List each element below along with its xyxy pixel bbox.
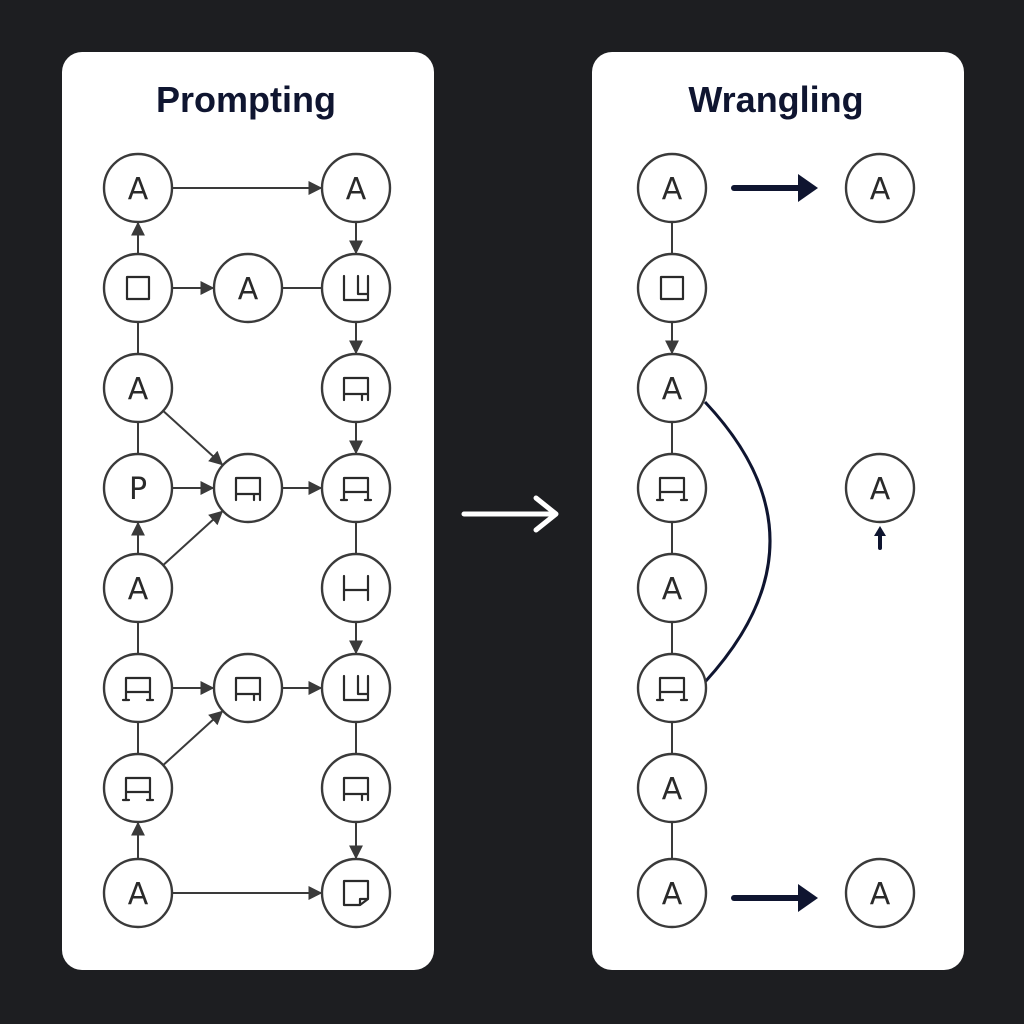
node-letter: A bbox=[662, 772, 683, 807]
square-icon bbox=[125, 275, 151, 301]
node-letter: A bbox=[128, 572, 149, 607]
table-icon bbox=[234, 476, 262, 502]
node-letter: A bbox=[870, 172, 891, 207]
node-p4: A bbox=[212, 252, 284, 324]
svg-text:P: P bbox=[129, 472, 147, 507]
edge-p6-p9 bbox=[162, 410, 224, 466]
l-bracket-icon bbox=[342, 674, 370, 702]
l-bracket-icon bbox=[342, 274, 370, 302]
table-icon bbox=[342, 776, 370, 802]
svg-text:A: A bbox=[662, 172, 683, 207]
node-p7 bbox=[320, 352, 392, 424]
wrangling-panel: Wrangling A A A A A A A A bbox=[592, 52, 964, 970]
page-icon bbox=[342, 879, 370, 907]
wrangling-edges bbox=[665, 174, 886, 912]
node-letter: A bbox=[128, 172, 149, 207]
node-p5 bbox=[320, 252, 392, 324]
table-legs-icon bbox=[121, 676, 155, 702]
node-w9: A bbox=[636, 752, 708, 824]
node-p16 bbox=[102, 752, 174, 824]
node-w1: A bbox=[636, 152, 708, 224]
node-p1: A bbox=[102, 152, 174, 224]
node-p10 bbox=[320, 452, 392, 524]
node-letter: A bbox=[662, 572, 683, 607]
node-p14 bbox=[212, 652, 284, 724]
svg-text:A: A bbox=[870, 472, 891, 507]
svg-text:A: A bbox=[662, 572, 683, 607]
node-p12 bbox=[320, 552, 392, 624]
node-p18: A bbox=[102, 857, 174, 929]
node-letter: A bbox=[128, 372, 149, 407]
node-w8 bbox=[636, 652, 708, 724]
prompting-nodes: A A A A P A A bbox=[102, 152, 392, 929]
node-w11: A bbox=[844, 857, 916, 929]
edge-w1-w2-arrow bbox=[731, 174, 818, 202]
table-legs-icon bbox=[121, 776, 155, 802]
node-letter: A bbox=[128, 877, 149, 912]
node-p11: A bbox=[102, 552, 174, 624]
node-letter: A bbox=[238, 272, 259, 307]
svg-text:A: A bbox=[128, 172, 149, 207]
svg-text:A: A bbox=[128, 572, 149, 607]
node-letter: A bbox=[870, 472, 891, 507]
node-p13 bbox=[102, 652, 174, 724]
node-p9 bbox=[212, 452, 284, 524]
node-w2: A bbox=[844, 152, 916, 224]
edge-w10-w11-arrow bbox=[731, 884, 818, 912]
wrangling-nodes: A A A A A A A A bbox=[636, 152, 916, 929]
table-legs-icon bbox=[655, 676, 689, 702]
node-w7: A bbox=[636, 552, 708, 624]
table-icon bbox=[234, 676, 262, 702]
prompting-title: Prompting bbox=[156, 79, 336, 120]
svg-text:A: A bbox=[662, 877, 683, 912]
node-w6: A bbox=[844, 452, 916, 524]
edge-w4-w8-curve bbox=[703, 400, 772, 684]
right-arrow-icon bbox=[461, 495, 559, 533]
svg-text:A: A bbox=[870, 172, 891, 207]
svg-text:A: A bbox=[128, 877, 149, 912]
node-p3 bbox=[102, 252, 174, 324]
svg-text:A: A bbox=[128, 372, 149, 407]
up-arrow-icon bbox=[874, 526, 886, 550]
prompting-edges bbox=[131, 181, 363, 900]
node-p6: A bbox=[102, 352, 174, 424]
edge-p11-p9 bbox=[162, 510, 224, 566]
svg-text:A: A bbox=[662, 372, 683, 407]
table-legs-icon bbox=[655, 476, 689, 502]
h-bracket-icon bbox=[342, 574, 370, 602]
node-w3 bbox=[636, 252, 708, 324]
node-w4: A bbox=[636, 352, 708, 424]
svg-text:A: A bbox=[662, 772, 683, 807]
node-letter: A bbox=[662, 372, 683, 407]
node-p19 bbox=[320, 857, 392, 929]
wrangling-title: Wrangling bbox=[688, 79, 863, 120]
node-letter: A bbox=[346, 172, 367, 207]
table-icon bbox=[342, 376, 370, 402]
node-p8: P bbox=[102, 452, 174, 524]
node-p17 bbox=[320, 752, 392, 824]
table-legs-icon bbox=[339, 476, 373, 502]
square-icon bbox=[659, 275, 685, 301]
node-p2: A bbox=[320, 152, 392, 224]
svg-text:A: A bbox=[346, 172, 367, 207]
node-letter: P bbox=[129, 472, 147, 507]
svg-text:A: A bbox=[238, 272, 259, 307]
prompting-panel: Prompting A A A A P A A bbox=[62, 52, 434, 970]
node-letter: A bbox=[870, 877, 891, 912]
node-p15 bbox=[320, 652, 392, 724]
edge-p16-p14 bbox=[162, 710, 224, 766]
node-w5 bbox=[636, 452, 708, 524]
node-w10: A bbox=[636, 857, 708, 929]
node-letter: A bbox=[662, 172, 683, 207]
node-letter: A bbox=[662, 877, 683, 912]
svg-text:A: A bbox=[870, 877, 891, 912]
